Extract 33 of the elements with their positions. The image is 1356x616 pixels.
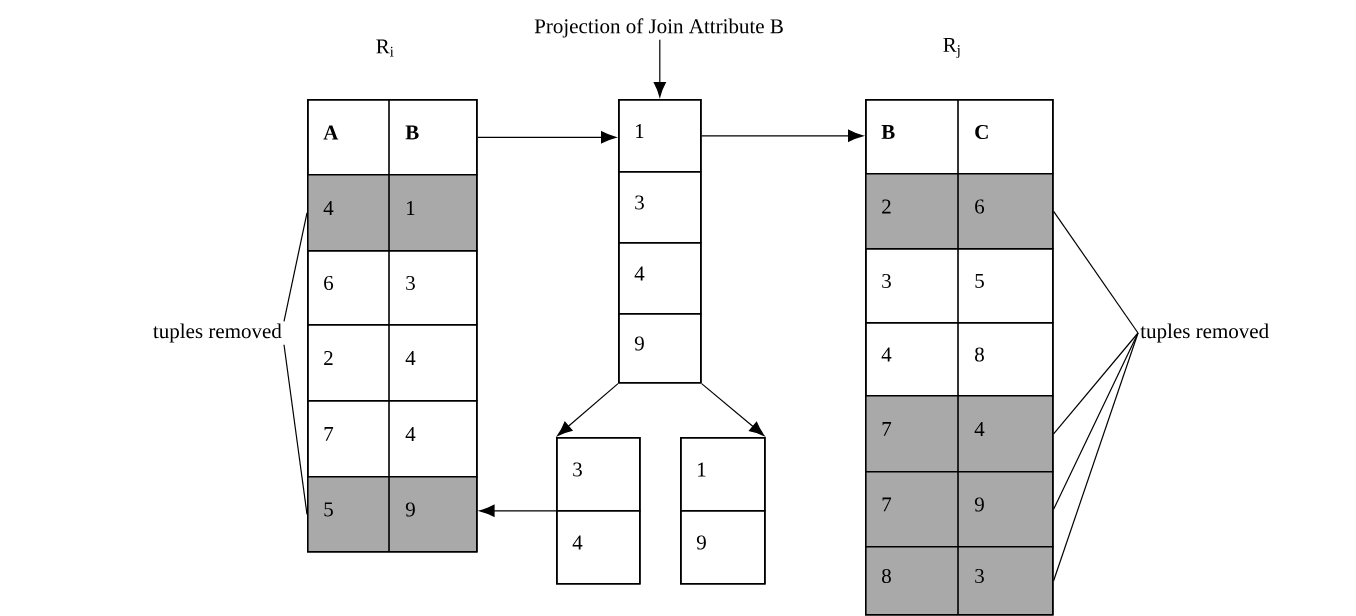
arrow: [557, 383, 619, 436]
table-cell: 1: [680, 437, 766, 512]
table-row: 2 6: [865, 172, 1054, 250]
table-cell: 4: [556, 510, 641, 585]
table-label: R$_{i}$: [376, 39, 394, 57]
table-label: R$_{j}$: [943, 38, 960, 58]
table-cell: 4: [618, 242, 702, 315]
table-cell: 9: [618, 313, 702, 384]
table-row: 7 9: [865, 470, 1054, 548]
table-cell: 3: [618, 171, 702, 244]
table-row: 2 4: [307, 323, 478, 402]
table-cell: 3: [556, 437, 641, 512]
arrow: [701, 129, 864, 142]
arrow: [701, 383, 765, 437]
leader-line: [1053, 210, 1139, 334]
table-cell: 1: [618, 99, 702, 173]
leader-line: [283, 344, 308, 515]
table-row: 3 5: [865, 247, 1054, 324]
callout-text: tuples removed: [1140, 323, 1269, 343]
table-row: 4 1: [307, 173, 478, 252]
leader-line: [1053, 332, 1139, 435]
leader-line: [1053, 332, 1139, 582]
arrow: [479, 504, 557, 517]
table-row: 7 4: [865, 394, 1054, 473]
table-cell: 9: [680, 510, 766, 585]
leader-line: [283, 212, 308, 322]
title-text: Projection of Join Attribute B: [534, 18, 783, 38]
callout-text: tuples removed: [153, 323, 282, 343]
table-row: 8 3: [865, 545, 1054, 616]
table-row: 6 3: [307, 249, 478, 326]
arrow: [477, 131, 617, 144]
table-row: 5 9: [307, 475, 478, 553]
arrow: [653, 39, 666, 98]
